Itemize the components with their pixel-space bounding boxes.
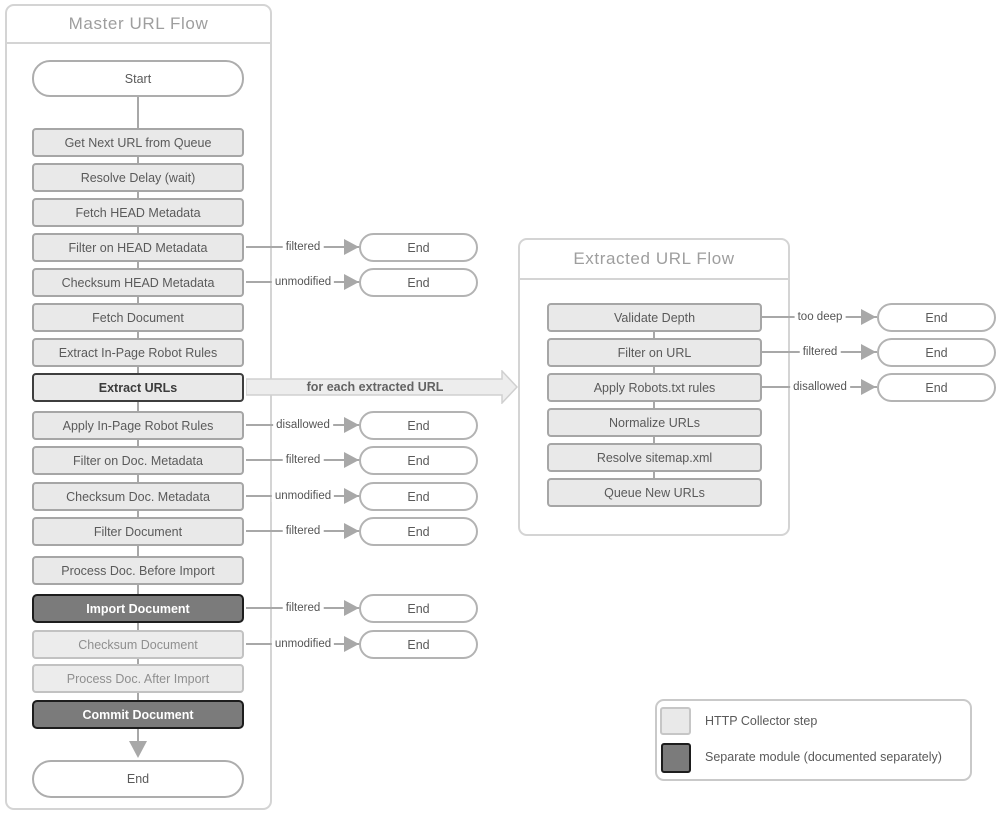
branch-label-too-deep: too deep	[794, 311, 846, 323]
end-node: End	[877, 373, 996, 402]
step-normalize-urls: Normalize URLs	[547, 408, 762, 437]
step-resolve-delay: Resolve Delay (wait)	[32, 163, 244, 192]
end-node: End	[359, 411, 478, 440]
branch-label-unmodified: unmodified	[271, 638, 335, 650]
legend-swatch-collector-step	[660, 707, 691, 735]
branch-label-disallowed: disallowed	[273, 419, 333, 431]
step-checksum-document: Checksum Document	[32, 630, 244, 659]
end-node: End	[359, 517, 478, 546]
end-node: End	[877, 338, 996, 367]
branch-label-unmodified: unmodified	[271, 276, 335, 288]
step-get-next-url-from-queue: Get Next URL from Queue	[32, 128, 244, 157]
legend-label-separate-module: Separate module (documented separately)	[705, 750, 942, 764]
step-validate-depth: Validate Depth	[547, 303, 762, 332]
step-fetch-document: Fetch Document	[32, 303, 244, 332]
step-checksum-doc-metadata: Checksum Doc. Metadata	[32, 482, 244, 511]
arrowhead-right-icon	[344, 239, 359, 255]
step-filter-document: Filter Document	[32, 517, 244, 546]
arrowhead-right-icon	[344, 488, 359, 504]
legend-label-collector-step: HTTP Collector step	[705, 714, 818, 728]
arrowhead-right-icon	[344, 636, 359, 652]
step-import-document: Import Document	[32, 594, 244, 623]
step-extract-urls: Extract URLs	[32, 373, 244, 402]
arrowhead-right-icon	[344, 417, 359, 433]
step-filter-on-doc-metadata: Filter on Doc. Metadata	[32, 446, 244, 475]
branch-label-unmodified: unmodified	[271, 490, 335, 502]
master-flow-header: Master URL Flow	[7, 6, 270, 44]
step-resolve-sitemap-xml: Resolve sitemap.xml	[547, 443, 762, 472]
end-node: End	[359, 268, 478, 297]
master-end-node: End	[32, 760, 244, 798]
branch-label-filtered: filtered	[799, 346, 841, 358]
extracted-flow-spine	[653, 315, 655, 495]
branch-label-disallowed: disallowed	[790, 381, 850, 393]
branch-label-filtered: filtered	[282, 454, 324, 466]
arrowhead-down-icon	[129, 741, 147, 758]
master-flow-panel: Master URL Flow	[5, 4, 272, 810]
end-node: End	[359, 482, 478, 511]
legend-panel	[655, 699, 972, 781]
branch-label-filtered: filtered	[282, 602, 324, 614]
step-apply-robots-txt-rules: Apply Robots.txt rules	[547, 373, 762, 402]
step-filter-on-head-metadata: Filter on HEAD Metadata	[32, 233, 244, 262]
extracted-flow-title: Extracted URL Flow	[573, 249, 735, 268]
step-extract-in-page-robot-rules: Extract In-Page Robot Rules	[32, 338, 244, 367]
end-node: End	[359, 446, 478, 475]
for-each-url-label: for each extracted URL	[306, 380, 444, 394]
end-node: End	[877, 303, 996, 332]
arrowhead-right-icon	[344, 600, 359, 616]
branch-label-filtered: filtered	[282, 241, 324, 253]
step-process-doc-after-import: Process Doc. After Import	[32, 664, 244, 693]
end-node: End	[359, 594, 478, 623]
arrowhead-right-icon	[861, 379, 876, 395]
branch-label-filtered: filtered	[282, 525, 324, 537]
step-process-doc-before-import: Process Doc. Before Import	[32, 556, 244, 585]
arrowhead-right-icon	[861, 309, 876, 325]
arrowhead-right-icon	[344, 452, 359, 468]
step-fetch-head-metadata: Fetch HEAD Metadata	[32, 198, 244, 227]
legend-swatch-separate-module	[661, 743, 691, 773]
step-queue-new-urls: Queue New URLs	[547, 478, 762, 507]
step-checksum-head-metadata: Checksum HEAD Metadata	[32, 268, 244, 297]
arrowhead-right-icon	[861, 344, 876, 360]
arrowhead-right-icon	[344, 274, 359, 290]
step-apply-in-page-robot-rules: Apply In-Page Robot Rules	[32, 411, 244, 440]
end-node: End	[359, 233, 478, 262]
for-each-url-arrow	[246, 370, 518, 404]
start-node: Start	[32, 60, 244, 97]
end-node: End	[359, 630, 478, 659]
step-commit-document: Commit Document	[32, 700, 244, 729]
arrowhead-right-icon	[344, 523, 359, 539]
step-filter-on-url: Filter on URL	[547, 338, 762, 367]
master-flow-title: Master URL Flow	[68, 14, 209, 33]
extracted-flow-header: Extracted URL Flow	[520, 240, 788, 280]
